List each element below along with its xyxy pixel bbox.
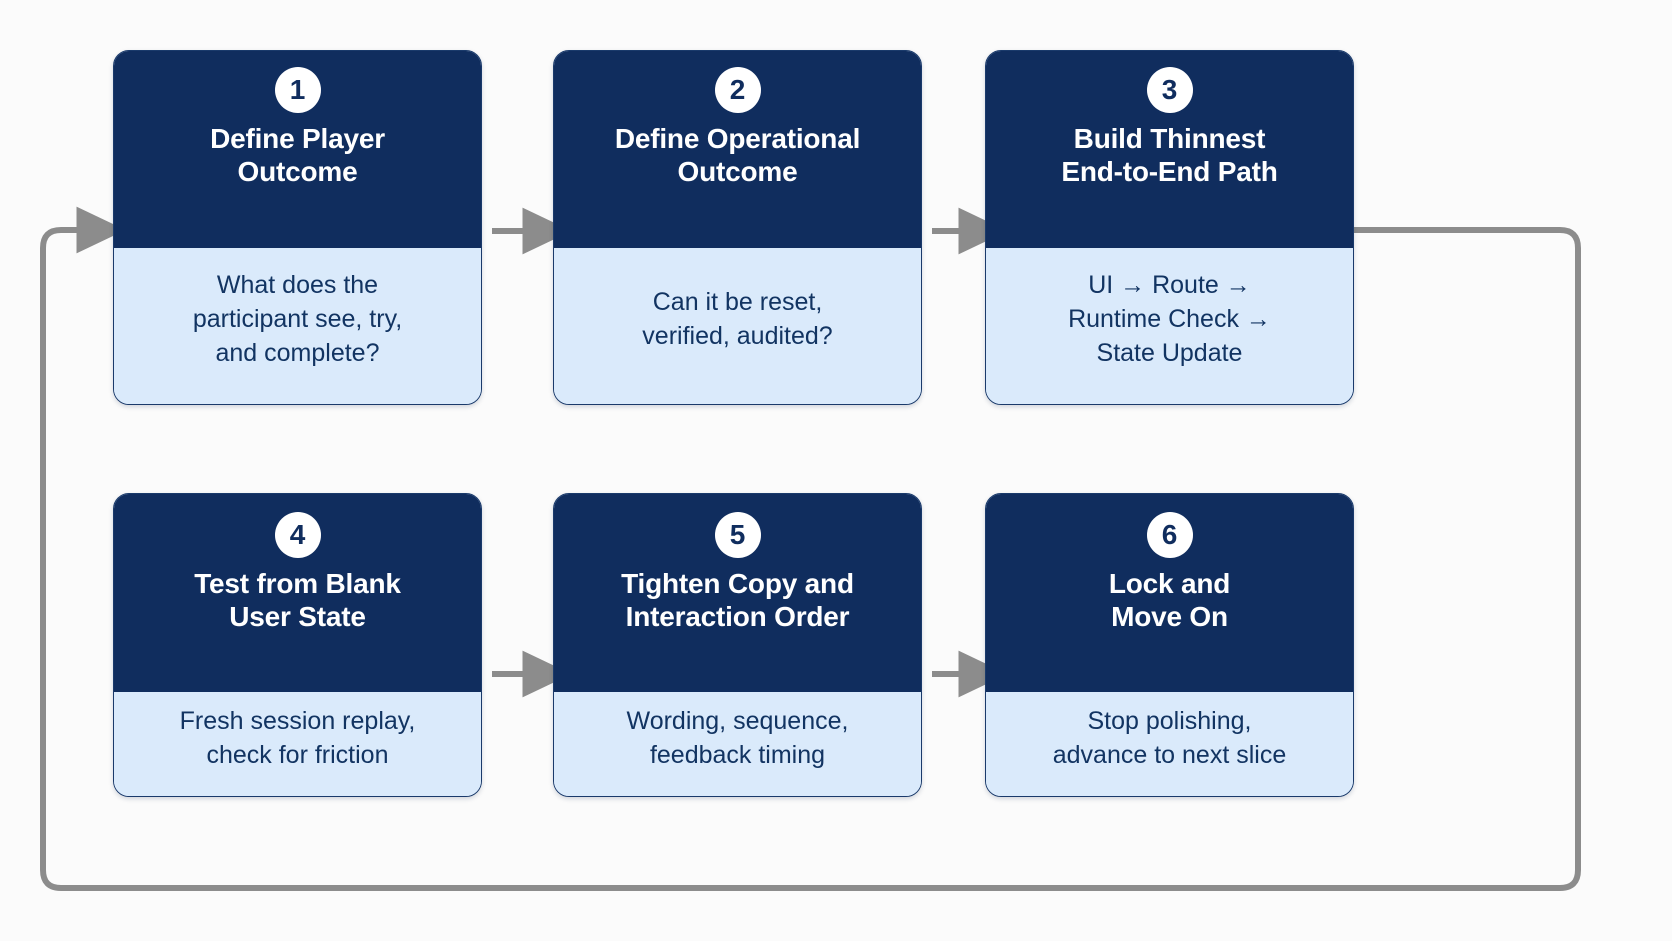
step-card-1[interactable]: 1 Define Player Outcome What does the pa… xyxy=(113,50,482,405)
step-title-5: Tighten Copy and Interaction Order xyxy=(621,568,854,632)
step-number-badge-6: 6 xyxy=(1146,512,1193,558)
step-card-4-header: 4 Test from Blank User State xyxy=(114,494,481,692)
step-body-2: Can it be reset, verified, audited? xyxy=(554,248,921,404)
step-card-4[interactable]: 4 Test from Blank User State Fresh sessi… xyxy=(113,493,482,797)
step-card-2[interactable]: 2 Define Operational Outcome Can it be r… xyxy=(553,50,922,405)
step-card-5[interactable]: 5 Tighten Copy and Interaction Order Wor… xyxy=(553,493,922,797)
step-title-2: Define Operational Outcome xyxy=(614,123,861,187)
step-number-badge-5: 5 xyxy=(714,512,761,558)
step-body-5: Wording, sequence, feedback timing xyxy=(554,692,921,796)
step-card-3-header: 3 Build Thinnest End-to-End Path xyxy=(986,51,1353,248)
step-number-badge-1: 1 xyxy=(274,67,321,113)
step-number-badge-4: 4 xyxy=(274,512,321,558)
step-title-1: Define Player Outcome xyxy=(210,123,385,187)
step-card-6-header: 6 Lock and Move On xyxy=(986,494,1353,692)
step-body-3: UI → Route → Runtime Check → State Updat… xyxy=(986,248,1353,404)
step-number-badge-3: 3 xyxy=(1146,67,1193,113)
step-title-3: Build Thinnest End-to-End Path xyxy=(1061,123,1278,187)
step-card-1-header: 1 Define Player Outcome xyxy=(114,51,481,248)
step-title-4: Test from Blank User State xyxy=(194,568,401,632)
step-title-6: Lock and Move On xyxy=(1108,568,1231,632)
step-card-6[interactable]: 6 Lock and Move On Stop polishing, advan… xyxy=(985,493,1354,797)
step-card-5-header: 5 Tighten Copy and Interaction Order xyxy=(554,494,921,692)
step-card-3[interactable]: 3 Build Thinnest End-to-End Path UI → Ro… xyxy=(985,50,1354,405)
step-body-6: Stop polishing, advance to next slice xyxy=(986,692,1353,796)
step-number-badge-2: 2 xyxy=(714,67,761,113)
step-body-4: Fresh session replay, check for friction xyxy=(114,692,481,796)
step-body-1: What does the participant see, try, and … xyxy=(114,248,481,404)
step-card-2-header: 2 Define Operational Outcome xyxy=(554,51,921,248)
